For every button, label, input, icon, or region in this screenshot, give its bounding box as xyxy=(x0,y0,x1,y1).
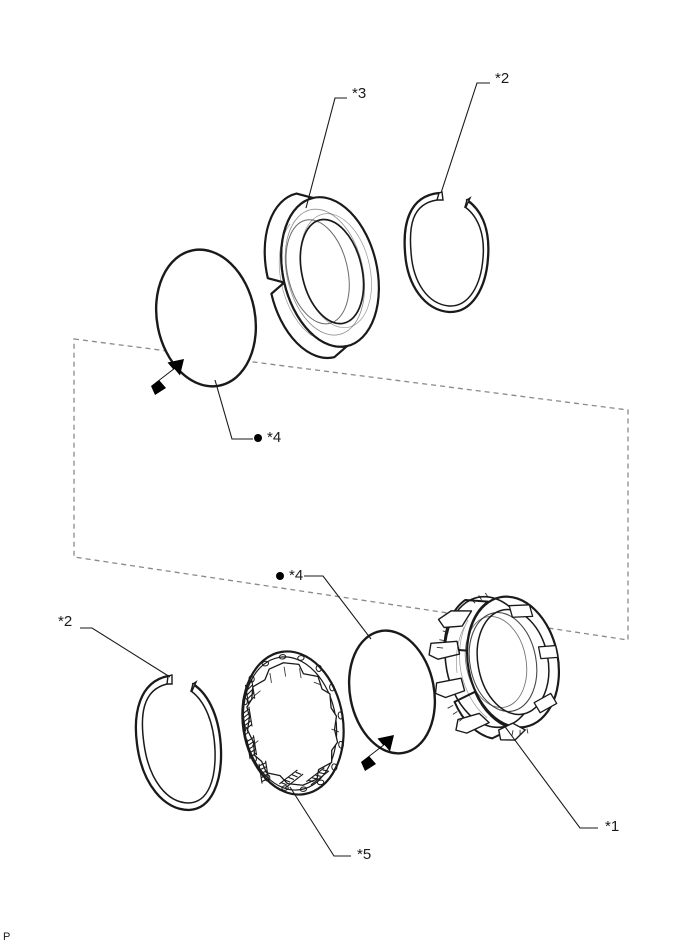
callout-label-text: *4 xyxy=(267,429,282,446)
leader-line-star2-top xyxy=(440,82,490,194)
leader-line-star5 xyxy=(289,786,351,857)
leader-line-star2-bottom xyxy=(80,627,171,678)
coil-spring xyxy=(258,760,270,784)
coil-spring xyxy=(246,735,258,760)
part-snap-ring-upper xyxy=(403,191,490,314)
callout-label-star3: *3 xyxy=(352,85,367,102)
part-clutch-drum-hub xyxy=(428,592,561,741)
leader-line-star4-bottom xyxy=(304,575,372,640)
leader-line-star3 xyxy=(305,97,347,209)
part-piston-disc-upper xyxy=(154,248,258,388)
arrow-upper-assembly xyxy=(151,359,184,395)
part-oil-seal-ring xyxy=(263,192,380,360)
callout-label-text: *4 xyxy=(289,567,304,584)
perspective-plane-dashed xyxy=(73,338,629,641)
callout-label-star2-bottom: *2 xyxy=(58,613,73,630)
callout-label-star4-top: *4 xyxy=(254,430,281,445)
callout-label-star4-bottom: *4 xyxy=(276,568,303,583)
coil-spring xyxy=(279,769,304,789)
part-piston-disc-lower xyxy=(347,629,437,755)
callout-label-star5: *5 xyxy=(357,846,372,863)
leader-line-star4-top xyxy=(214,379,253,440)
part-spring-retainer-plate xyxy=(241,650,345,796)
part-snap-ring-lower xyxy=(134,674,223,812)
leader-line-star1 xyxy=(502,723,598,829)
callout-label-star2-top: *2 xyxy=(495,70,510,87)
callout-label-star1: *1 xyxy=(605,818,620,835)
bullet-dot-icon xyxy=(254,433,262,442)
coil-spring xyxy=(242,706,253,732)
coil-spring xyxy=(305,767,330,786)
page-code: P xyxy=(3,931,11,943)
bullet-dot-icon xyxy=(276,571,284,580)
